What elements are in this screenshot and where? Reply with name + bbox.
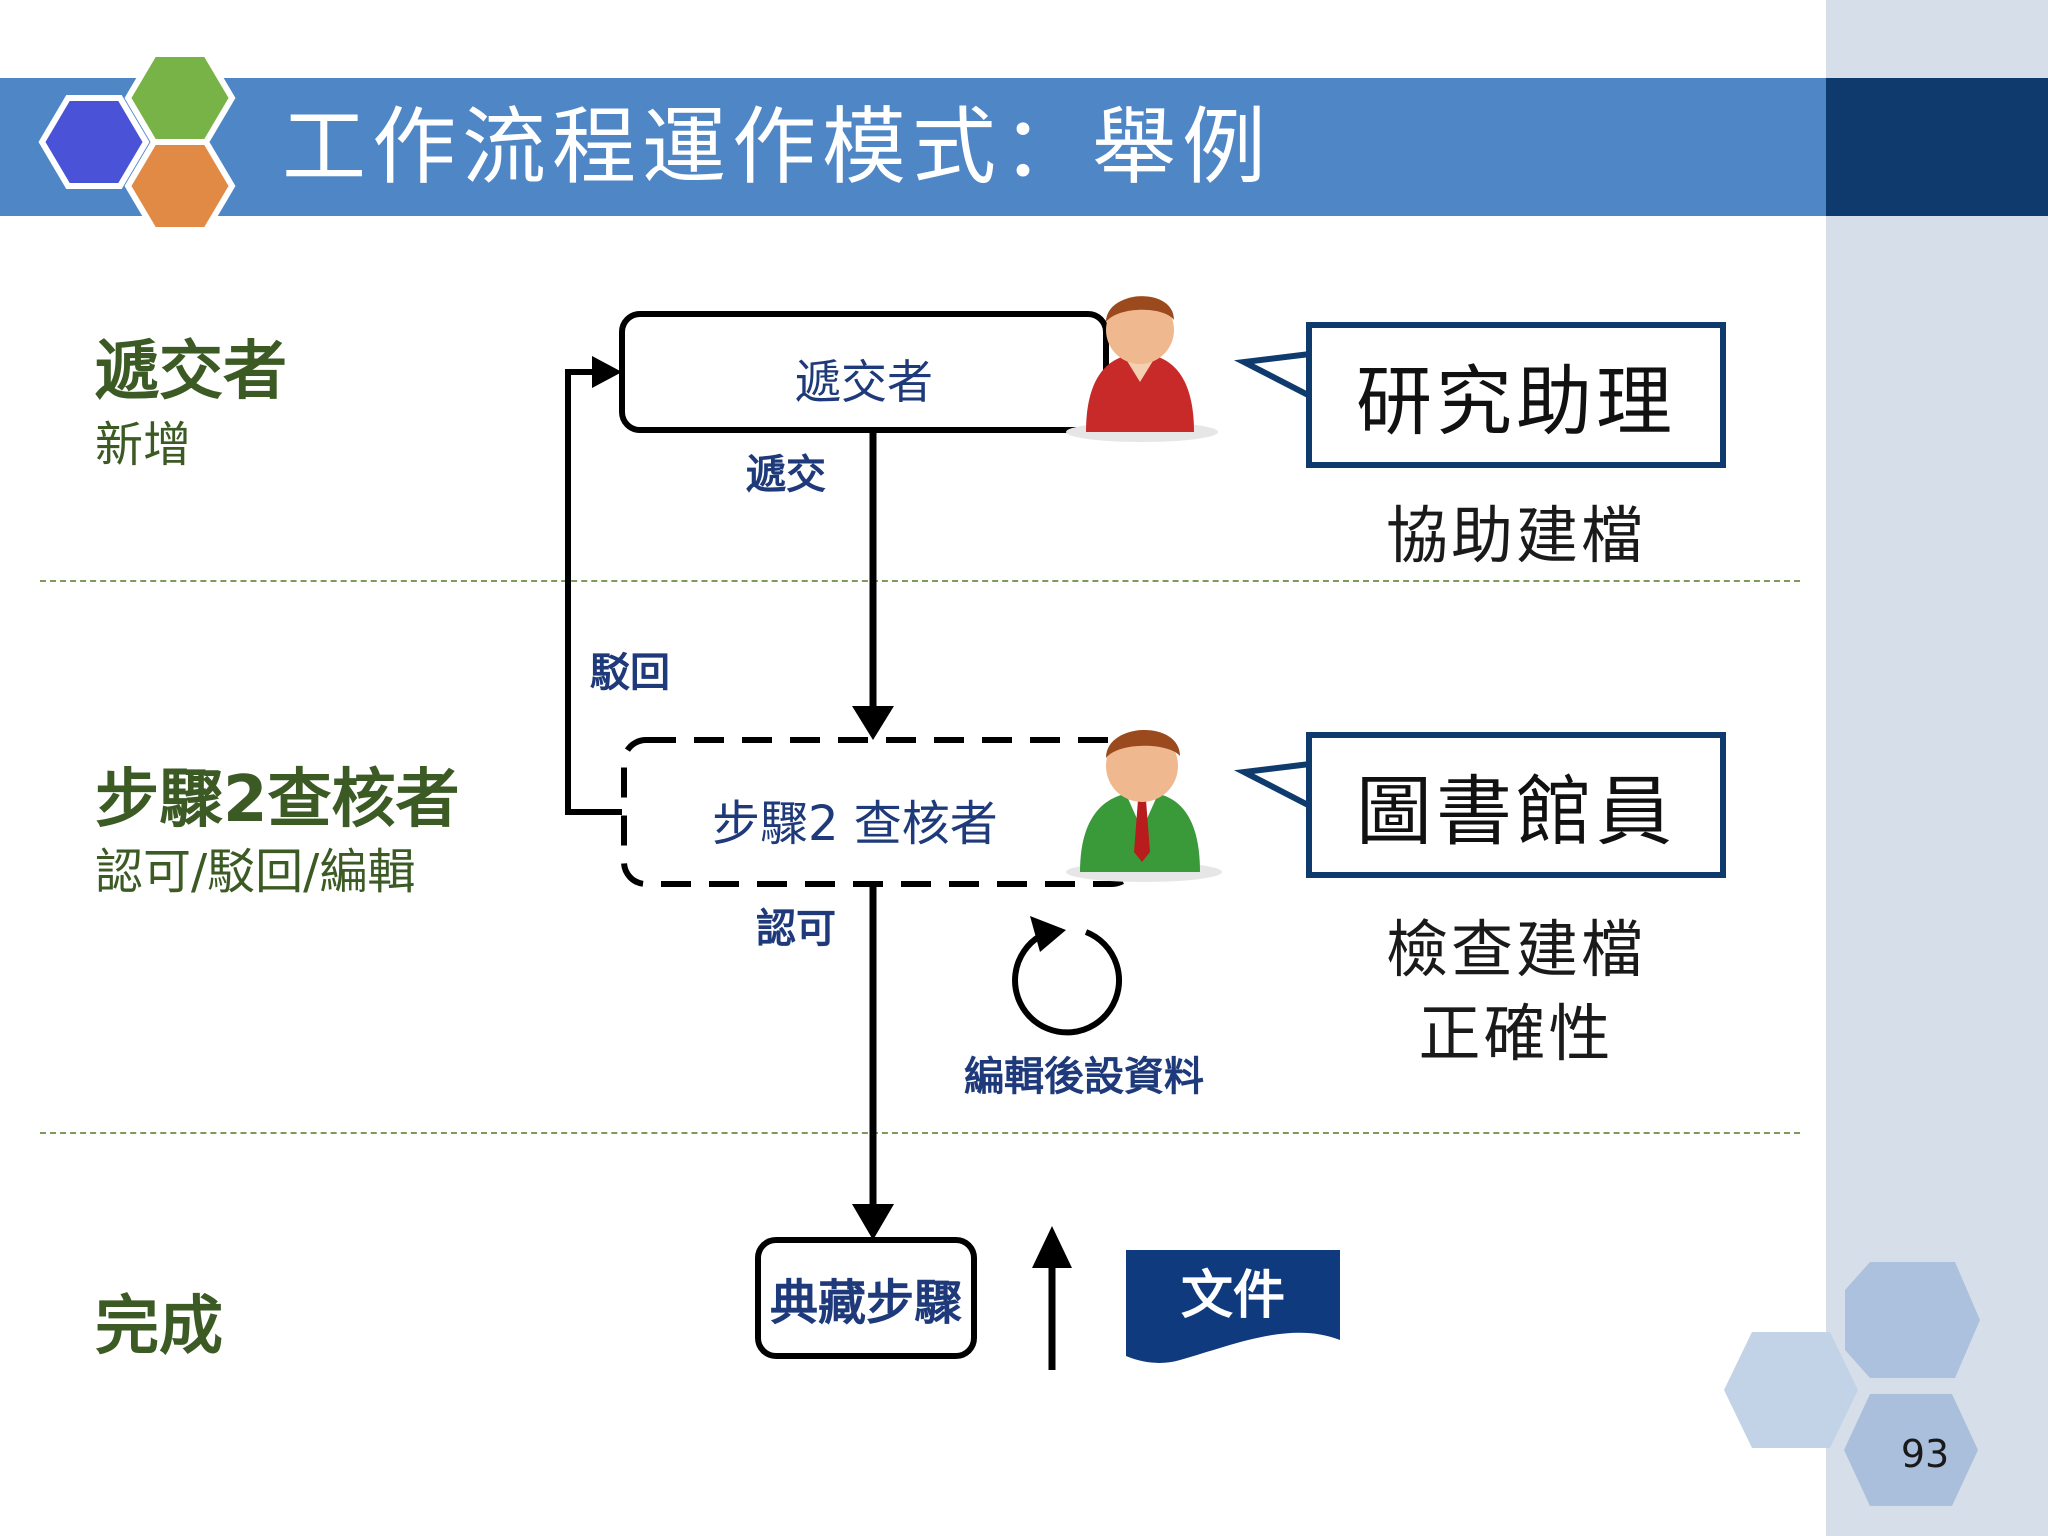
submit-edge-label: 遞交: [746, 452, 826, 498]
document-icon: [1126, 1250, 1340, 1363]
role-description-librarian: 檢查建檔 正確性: [1306, 908, 1726, 1076]
role-description-line: 檢查建檔: [1385, 913, 1646, 986]
reviewer-node-label: 步驟2 查核者: [712, 796, 998, 852]
document-label: 文件: [1180, 1265, 1285, 1326]
approve-arrowhead: [852, 1204, 894, 1240]
archive-node-box: [755, 1237, 977, 1359]
role-description-assistant: 協助建檔: [1306, 494, 1726, 578]
user-green-icon: [1066, 729, 1222, 882]
callout-role-librarian: 圖書館員: [1306, 732, 1726, 878]
lane-divider: [40, 1132, 1800, 1134]
lane-divider: [40, 580, 1800, 582]
callout-pointer-assistant: [1233, 350, 1313, 401]
page-number: 93: [1900, 1432, 1950, 1476]
lane-subtitle-reviewer: 認可/駁回/編輯: [95, 844, 416, 900]
submit-arrowhead: [852, 706, 894, 740]
hexagon-logo-icon: [38, 51, 236, 233]
refresh-loop-arrowhead: [1030, 916, 1066, 952]
lane-title-complete: 完成: [95, 1290, 223, 1364]
lane-title-submitter: 遞交者: [95, 335, 287, 409]
reject-edge-label: 駁回: [590, 650, 670, 696]
lane-subtitle-submitter: 新增: [95, 417, 192, 473]
approve-edge-label: 認可: [756, 906, 836, 952]
submitter-node-label: 遞交者: [795, 355, 933, 409]
callout-role-assistant: 研究助理: [1306, 322, 1726, 468]
page-title: 工作流程運作模式：舉例: [282, 98, 1273, 196]
role-description-line: 正確性: [1418, 997, 1614, 1070]
lane-title-reviewer: 步驟2查核者: [95, 763, 460, 837]
reject-arrowhead: [592, 356, 622, 388]
user-red-icon: [1066, 296, 1218, 442]
title-bar: [0, 78, 1826, 216]
title-bar-accent: [1826, 78, 2048, 216]
archive-node-label: 典藏步驟: [769, 1275, 962, 1331]
refresh-loop-icon: [1012, 929, 1122, 1036]
arrow-up-arrowhead: [1032, 1226, 1072, 1268]
edit-metadata-edge-label: 編輯後設資料: [964, 1054, 1204, 1100]
decorative-hexagons: [1724, 1262, 1980, 1506]
callout-pointer-librarian: [1233, 760, 1313, 811]
role-description-line: 協助建檔: [1385, 499, 1646, 572]
reject-arrow: [565, 369, 622, 815]
